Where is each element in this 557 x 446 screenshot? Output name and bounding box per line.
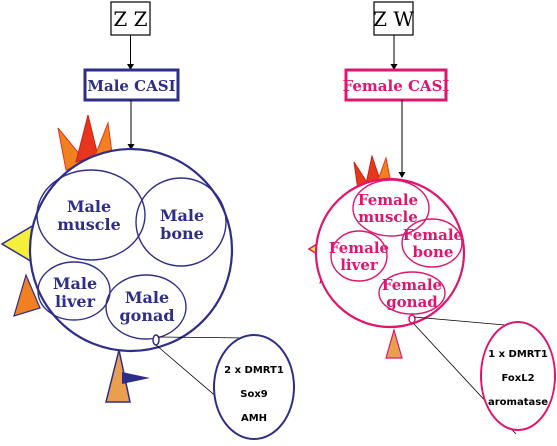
female-liver-label-2: liver — [340, 256, 379, 274]
female-gene-2: FoxL2 — [501, 373, 534, 384]
male-liver-label-1: Male — [53, 274, 97, 293]
male-bone-label-2: bone — [160, 224, 204, 243]
male-gonad-cell — [152, 334, 160, 346]
male-body — [28, 147, 234, 353]
female-gonad-cell — [408, 314, 416, 324]
male-gonad-label-1: Male — [125, 288, 169, 307]
female-gonad-label-1: Female — [382, 276, 442, 294]
female-gene-3: aromatase — [488, 397, 548, 408]
male-arrow-2-head — [127, 144, 135, 150]
female-muscle-label-1: Female — [358, 191, 418, 209]
female-bone-organ — [401, 218, 463, 268]
female-casi-box — [344, 68, 448, 102]
male-foot — [122, 372, 150, 384]
male-bone-organ — [135, 177, 227, 267]
female-gene-bubble — [480, 321, 556, 431]
male-gonad-label-2: gonad — [119, 306, 174, 325]
female-muscle-organ — [352, 179, 430, 237]
female-comb-3 — [377, 156, 391, 181]
male-gene-bubble — [213, 334, 295, 440]
male-muscle-organ — [36, 169, 146, 261]
female-chicken: Z W Female CASI Female muscle Female bon… — [307, 1, 556, 435]
male-gene-1: 2 x DMRT1 — [224, 365, 284, 376]
female-gene-1: 1 x DMRT1 — [488, 349, 548, 360]
female-muscle-label-2: muscle — [358, 208, 418, 226]
male-arrow-1-head — [127, 64, 134, 70]
male-gonad-organ — [105, 274, 187, 340]
male-gene-3: AMH — [241, 413, 267, 424]
male-muscle-label-2: muscle — [57, 215, 121, 234]
male-wattle — [13, 273, 41, 317]
female-gonad-organ — [378, 271, 446, 315]
female-zoom-line-top — [413, 316, 517, 327]
male-genotype-box — [110, 1, 151, 36]
female-casi-label: Female CASI — [343, 77, 450, 95]
female-bone-label-2: bone — [413, 243, 454, 261]
male-gene-2: Sox9 — [240, 389, 268, 400]
female-liver-label-1: Female — [329, 239, 389, 257]
female-genotype-label: Z W — [373, 7, 414, 31]
male-liver-label-2: liver — [55, 292, 96, 311]
male-zoom-line-top — [157, 336, 251, 339]
female-liver-organ — [330, 230, 388, 282]
female-leg — [385, 327, 403, 359]
male-bone-label-1: Male — [160, 206, 204, 225]
female-gonad-label-2: gonad — [386, 293, 438, 311]
male-casi-box — [83, 68, 180, 102]
female-bone-label-1: Female — [403, 226, 463, 244]
male-muscle-label-1: Male — [67, 197, 111, 216]
female-arrow-1-head — [390, 64, 398, 70]
male-chicken: Z Z Male CASI Male muscle Male bone Male… — [0, 1, 295, 440]
male-genotype-label: Z Z — [113, 7, 147, 31]
male-liver-organ — [37, 261, 111, 321]
male-casi-label: Male CASI — [87, 77, 175, 95]
female-arrow-2-head — [398, 172, 406, 178]
female-genotype-box — [373, 1, 414, 36]
